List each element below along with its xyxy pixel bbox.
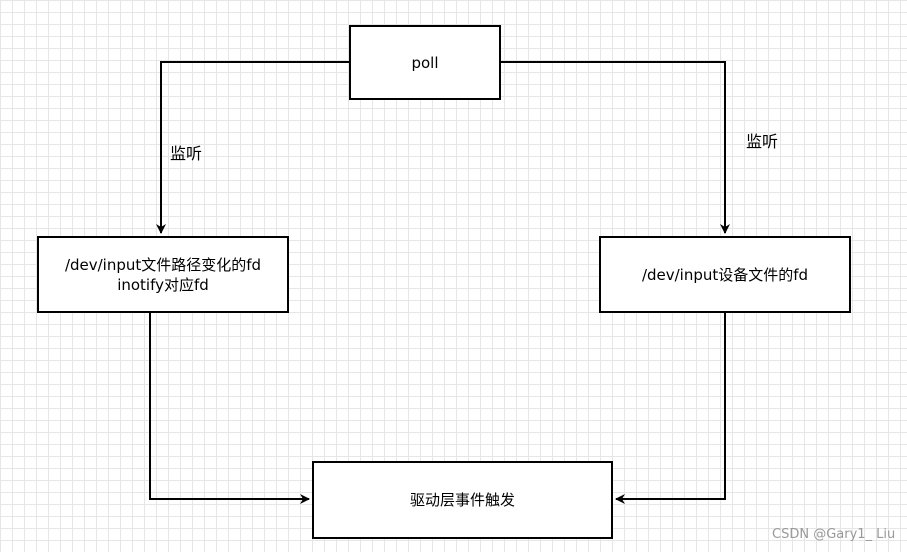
inotify-fd-node-label-line2: inotify对应fd	[117, 275, 209, 294]
edge-poll-to-device	[500, 61, 730, 234]
right-listen-label: 监听	[746, 132, 779, 151]
driver-event-node-label: 驱动层事件触发	[409, 491, 515, 509]
device-fd-node: /dev/input设备文件的fd	[599, 236, 851, 313]
edge-inotify-to-driver	[149, 312, 310, 504]
poll-node: poll	[349, 25, 501, 100]
edge-poll-to-inotify	[156, 61, 350, 234]
edge-device-to-driver	[615, 312, 726, 504]
poll-node-label: poll	[411, 53, 439, 72]
csdn-watermark: CSDN @Gary1_ Liu	[772, 527, 896, 542]
driver-event-node: 驱动层事件触发	[312, 461, 613, 539]
inotify-fd-node-label-line1: /dev/input文件路径变化的fd	[64, 255, 262, 274]
left-listen-label: 监听	[170, 144, 203, 163]
inotify-fd-node: /dev/input文件路径变化的fd inotify对应fd	[37, 236, 289, 313]
device-fd-node-label: /dev/input设备文件的fd	[641, 265, 809, 284]
